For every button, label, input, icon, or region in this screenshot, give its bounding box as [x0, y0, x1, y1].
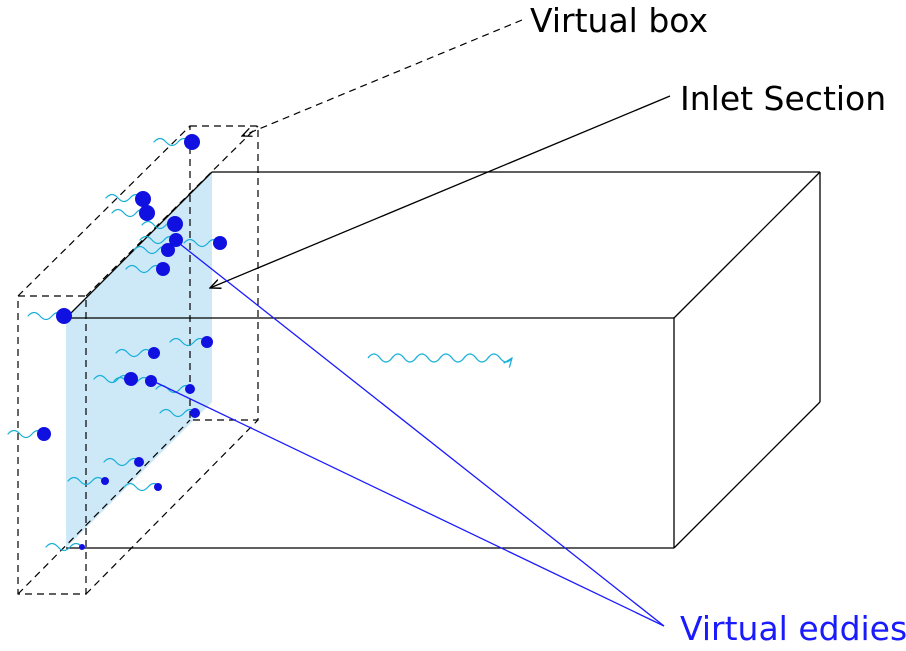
inlet-section-label: Inlet Section [680, 79, 886, 118]
inlet-section-pointer [210, 95, 671, 288]
virtual-box [17, 125, 259, 595]
flow-direction-wave [367, 353, 512, 362]
eddy-particles [37, 134, 227, 550]
virtual-box-label: Virtual box [530, 1, 708, 40]
eddy-trails [7, 137, 221, 552]
virtual-eddies-label: Virtual eddies [680, 609, 906, 648]
inlet-section-plane [66, 172, 212, 548]
virtual-box-pointer [242, 19, 523, 136]
virtual-eddies-pointer-upper [179, 243, 665, 627]
virtual-eddies-pointer-lower [154, 381, 665, 627]
channel-box [65, 171, 821, 549]
